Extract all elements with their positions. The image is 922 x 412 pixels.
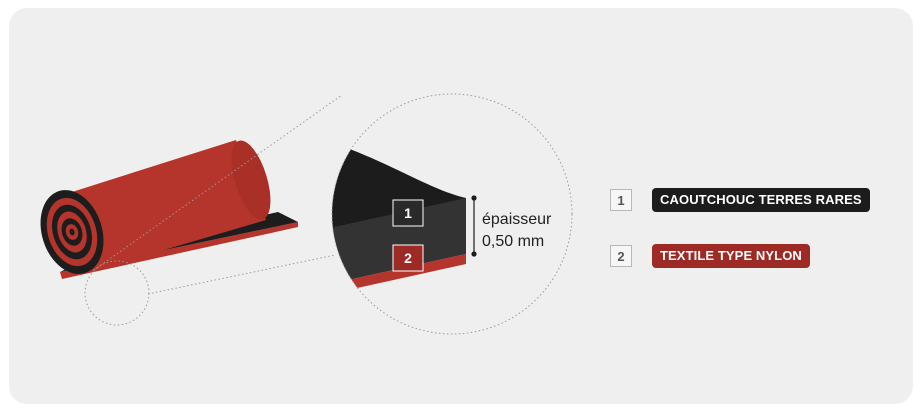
- svg-text:1: 1: [404, 205, 412, 221]
- legend-item-textile: 2 TEXTILE TYPE NYLON: [610, 244, 810, 268]
- legend-number: 2: [610, 245, 632, 267]
- sheet-textile-edge: [60, 222, 298, 279]
- zoom-source-circle: [84, 260, 150, 326]
- magnifier-circle: [331, 93, 573, 335]
- svg-text:2: 2: [404, 250, 412, 266]
- zoom-connector-top: [93, 94, 343, 271]
- roll-body: [72, 140, 266, 270]
- rubber-layer-front: [332, 198, 466, 284]
- layer-marker-1: 1: [392, 199, 424, 227]
- legend-label: CAOUTCHOUC TERRES RARES: [652, 188, 870, 212]
- thickness-label-line2: 0,50 mm: [482, 233, 544, 250]
- thickness-label-line1: épaisseur: [482, 211, 552, 228]
- layer-marker-2: 2: [392, 244, 424, 272]
- roll-far-cap: [231, 140, 271, 220]
- legend-label: TEXTILE TYPE NYLON: [652, 244, 810, 268]
- legend-number: 1: [610, 189, 632, 211]
- textile-layer: [332, 254, 466, 294]
- zoom-connector-bottom: [147, 254, 336, 295]
- magnified-section: [332, 142, 466, 294]
- thickness-dimension: [471, 195, 477, 257]
- legend-item-rubber: 1 CAOUTCHOUC TERRES RARES: [610, 188, 870, 212]
- rolled-mat: [40, 140, 298, 279]
